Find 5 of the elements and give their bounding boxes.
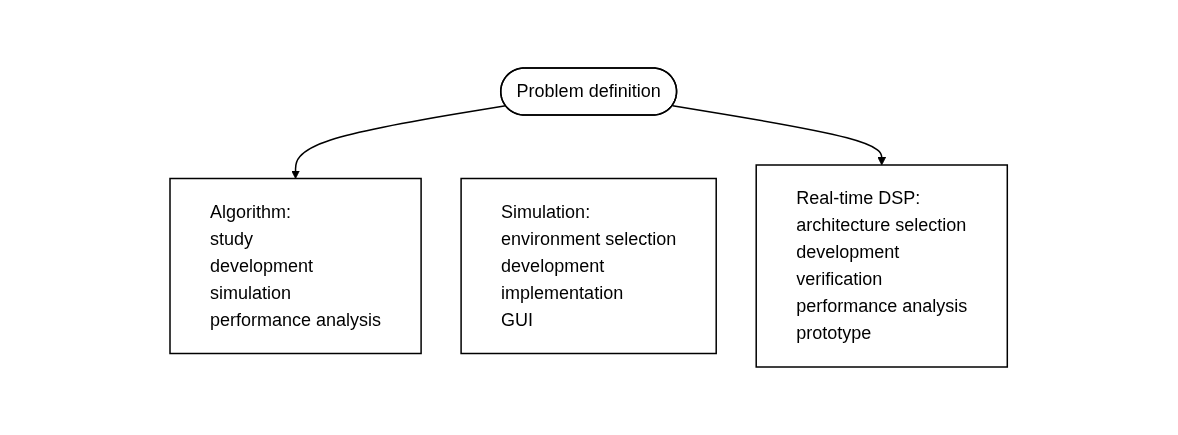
arrow (291, 105, 507, 179)
node-box: Simulation: environment selection development implementation GUI (460, 177, 718, 355)
node-box: Algorithm: study development simulation performance analysis (169, 177, 423, 355)
node-box: Real-time DSP: architecture selection development verification performance analysis prototype (755, 164, 1009, 368)
arrow (672, 105, 887, 166)
